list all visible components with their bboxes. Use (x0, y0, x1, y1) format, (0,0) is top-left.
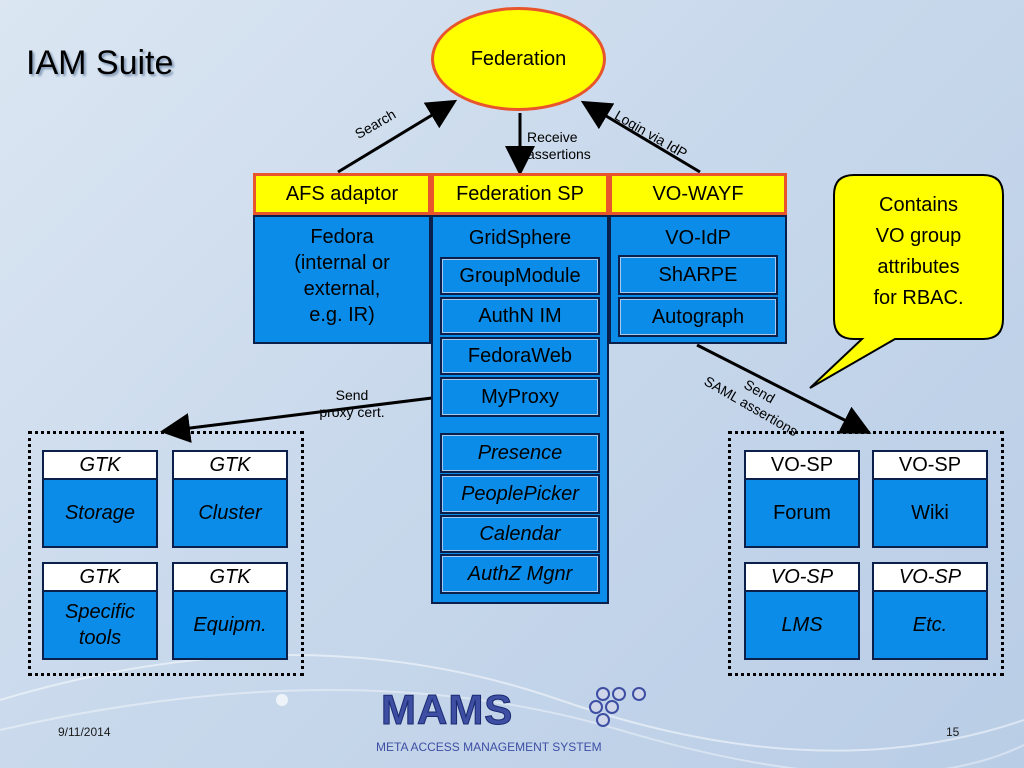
authn-im-box[interactable]: AuthN IM (440, 297, 600, 335)
vo-sp-forum-card[interactable]: VO-SP Forum (744, 450, 860, 548)
myproxy-box[interactable]: MyProxy (440, 377, 600, 417)
groupmodule-box[interactable]: GroupModule (440, 257, 600, 295)
callout-text: Contains VO group attributes for RBAC. (873, 194, 964, 309)
vo-sp-lms-card[interactable]: VO-SP LMS (744, 562, 860, 660)
logo-wordmark: MAMS (381, 686, 514, 734)
gtk-storage-card[interactable]: GTK Storage (42, 450, 158, 548)
peoplepicker-box[interactable]: PeoplePicker (440, 474, 600, 514)
card-body: Forum (744, 480, 860, 548)
fedora-text: Fedora (internal or external, e.g. IR) (294, 226, 390, 326)
vo-idp-title: VO-IdP (665, 227, 731, 249)
search-arrow (337, 99, 458, 174)
fedoraweb-box[interactable]: FedoraWeb (440, 337, 600, 375)
card-header: GTK (42, 450, 158, 480)
gtk-cluster-card[interactable]: GTK Cluster (172, 450, 288, 548)
card-header: VO-SP (744, 562, 860, 592)
authz-mgnr-box[interactable]: AuthZ Mgnr (440, 554, 600, 594)
logo-subtitle: META ACCESS MANAGEMENT SYSTEM (376, 740, 602, 754)
footer-date: 9/11/2014 (58, 725, 111, 739)
presence-box[interactable]: Presence (440, 433, 600, 473)
gtk-services-group (28, 431, 304, 676)
vo-sp-etc-card[interactable]: VO-SP Etc. (872, 562, 988, 660)
vo-wayf-header[interactable]: VO-WAYF (609, 173, 787, 215)
receive-label: Receive assertions (527, 129, 591, 162)
autograph-box[interactable]: Autograph (618, 297, 778, 337)
card-header: GTK (172, 562, 288, 592)
gtk-equipment-card[interactable]: GTK Equipm. (172, 562, 288, 660)
proxy-arrow (160, 395, 441, 443)
vo-sp-wiki-card[interactable]: VO-SP Wiki (872, 450, 988, 548)
federation-sp-header[interactable]: Federation SP (431, 173, 609, 215)
vo-sp-services-group (728, 431, 1004, 676)
afs-adaptor-header[interactable]: AFS adaptor (253, 173, 431, 215)
card-header: GTK (172, 450, 288, 480)
logo-molecule-icon (589, 687, 646, 727)
page-title: IAM Suite (26, 44, 174, 82)
fedora-panel[interactable]: Fedora (internal or external, e.g. IR) (253, 215, 431, 344)
federation-node[interactable]: Federation (431, 7, 606, 111)
gridsphere-title: GridSphere (468, 227, 572, 249)
card-body: Storage (42, 480, 158, 548)
calendar-box[interactable]: Calendar (440, 515, 600, 553)
card-body: Cluster (172, 480, 288, 548)
card-header: GTK (42, 562, 158, 592)
card-body: Equipm. (172, 592, 288, 660)
send-proxy-label: Send proxy cert. (319, 387, 385, 420)
saml-arrow (696, 343, 872, 434)
login-arrow (580, 100, 701, 174)
footer-page-number: 15 (946, 725, 960, 739)
federation-label: Federation (470, 47, 567, 70)
card-header: VO-SP (872, 450, 988, 480)
card-header: VO-SP (744, 450, 860, 480)
card-body: LMS (744, 592, 860, 660)
card-body: Wiki (872, 480, 988, 548)
card-body: Etc. (872, 592, 988, 660)
card-header: VO-SP (872, 562, 988, 592)
mams-logo: MAMS META ACCESS MANAGEMENT SYSTEM (376, 686, 651, 754)
sharpe-box[interactable]: ShARPE (618, 255, 778, 295)
